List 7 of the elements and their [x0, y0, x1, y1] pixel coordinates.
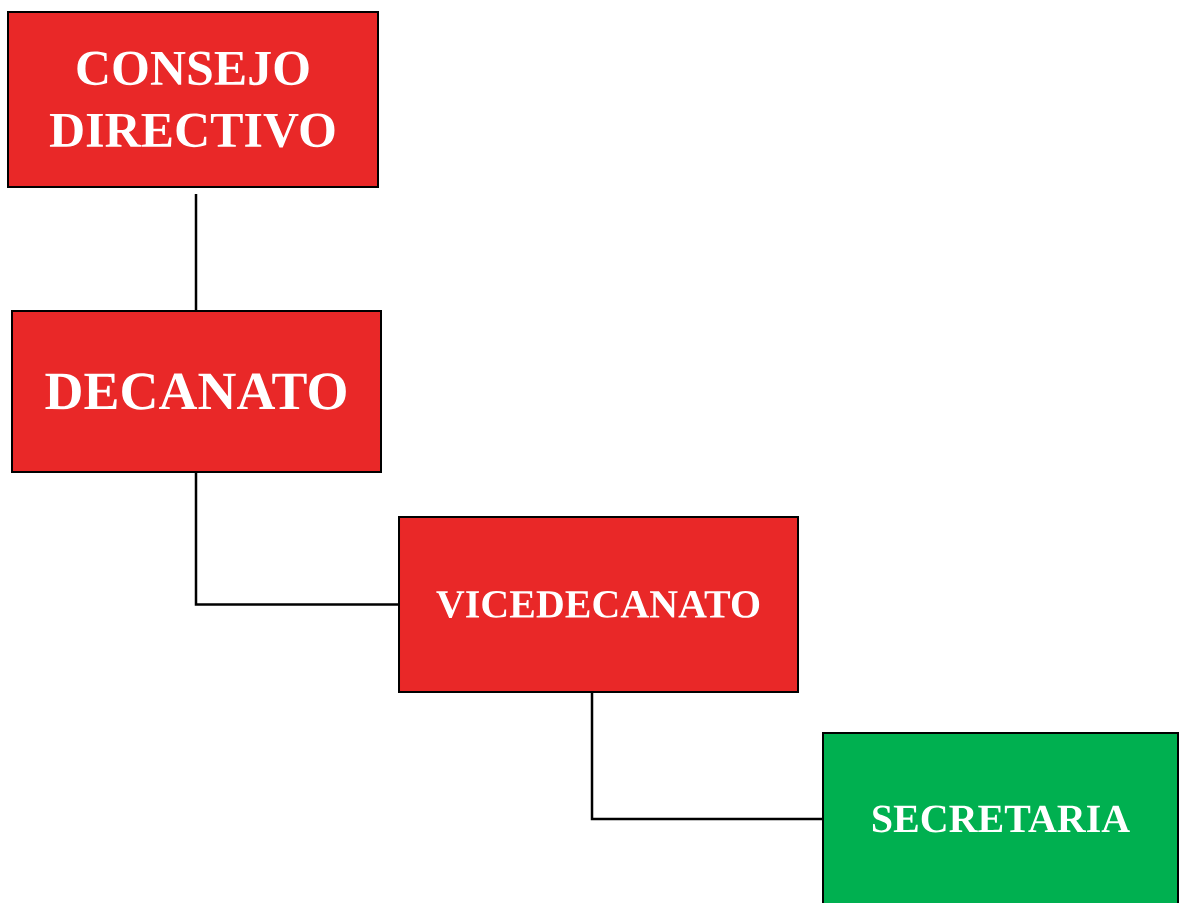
- org-box: SECRETARIA: [822, 732, 1179, 903]
- org-box: DECANATO: [11, 310, 382, 473]
- connector-line: [590, 693, 822, 821]
- connector-line: [194, 473, 398, 606]
- connector-line: [194, 194, 198, 310]
- org-box: VICEDECANATO: [398, 516, 799, 693]
- org-box: CONSEJO DIRECTIVO: [7, 11, 379, 188]
